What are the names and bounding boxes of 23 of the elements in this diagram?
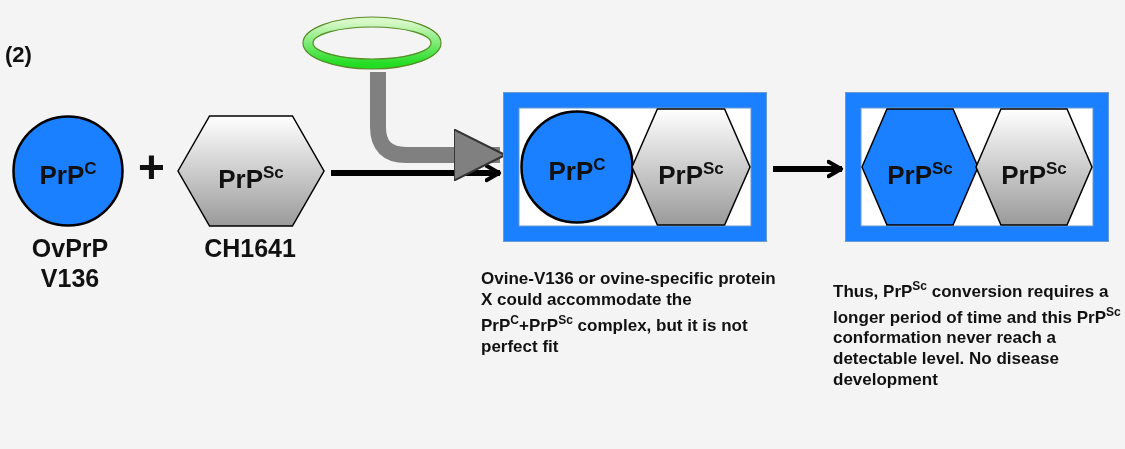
arrow [331, 163, 502, 183]
protein-label: PrP$^{Sc}$ [1001, 159, 1067, 191]
hexagon-node [631, 108, 751, 226]
explanation-text: Ovine-V136 or ovine-specific protein X could accommodate the PrP$^{C}$+PrP$^{Sc}$ complex, but it is not perfect fit [481, 268, 777, 357]
protein-label: PrP$^{Sc}$ [658, 159, 724, 191]
protein-label: PrP$^{Sc}$ [887, 159, 953, 191]
panel-number: (2) [5, 42, 32, 68]
explanation-text: Thus, PrP$^{Sc}$ conversion requires a longer period of time and this PrP$^{Sc}$ conformation never reach a detectable level. No disease development [833, 278, 1122, 391]
complex-box [845, 92, 1109, 242]
arrow [773, 159, 844, 179]
hexagon-node [861, 108, 979, 226]
hexagon-node [975, 108, 1093, 226]
hexagon-node [177, 115, 325, 227]
complex-box [503, 92, 767, 242]
circle-node [520, 110, 634, 224]
protein-label: PrP$^{C}$ [548, 155, 606, 187]
ring-shape [302, 16, 442, 70]
protein-label: PrP$^{C}$ [39, 159, 97, 191]
strain-caption: OvPrP V136 [30, 233, 110, 293]
plus-sign: + [138, 140, 165, 194]
strain-caption: CH1641 [203, 233, 297, 263]
circle-node [12, 115, 124, 227]
protein-label: PrP$^{Sc}$ [218, 163, 284, 195]
